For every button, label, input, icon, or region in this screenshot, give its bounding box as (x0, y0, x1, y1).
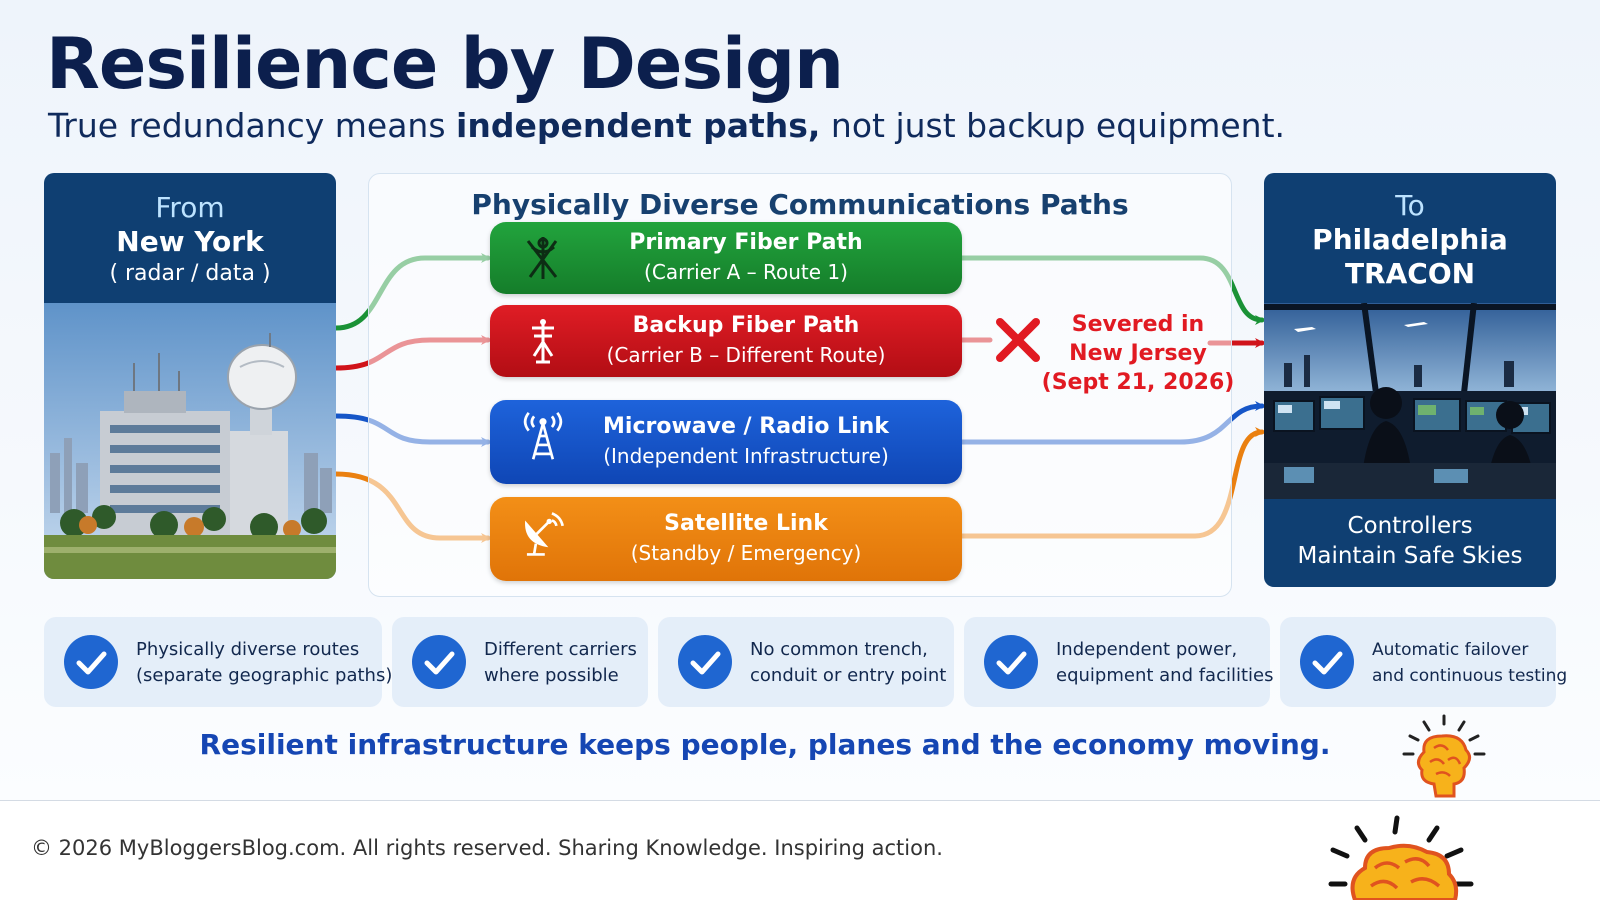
to-panel-heading: To Philadelphia TRACON (1264, 173, 1556, 291)
severed-line-1: Severed in (1071, 312, 1205, 337)
brain-lightbulb-icon (1402, 714, 1486, 798)
checkmark-icon (64, 635, 118, 689)
subtitle-emphasis: independent paths, (456, 106, 821, 145)
satellite-dish-icon (525, 512, 564, 556)
feature-line-1: Independent power, (1056, 639, 1238, 660)
checkmark-icon (678, 635, 732, 689)
footer-line-1: Controllers (1347, 513, 1473, 539)
feature-line-1: No common trench, (750, 639, 928, 660)
feature-text: No common trench, conduit or entry point (750, 637, 946, 689)
infographic-poster: Resilience by Design True redundancy mea… (0, 0, 1600, 801)
path-name: Backup Fiber Path (632, 313, 860, 338)
feature-text: Automatic failover and continuous testing (1372, 637, 1567, 689)
from-label: From (155, 191, 225, 224)
feature-line-2: conduit or entry point (750, 665, 947, 686)
feature-line-1: Automatic failover (1372, 640, 1529, 660)
copyright-footer: © 2026 MyBloggersBlog.com. All rights re… (31, 836, 943, 860)
path-detail: (Carrier A – Route 1) (644, 260, 848, 284)
feature-line-1: Physically diverse routes (136, 639, 360, 660)
to-facility: TRACON (1344, 257, 1476, 290)
footer-line-2: Maintain Safe Skies (1297, 543, 1523, 569)
feature-text: Different carriers where possible (484, 637, 637, 689)
feature-line-2: equipment and facilities (1056, 665, 1274, 686)
feature-line-2: (separate geographic paths) (136, 665, 393, 686)
from-new-york-panel: From New York ( radar / data ) (44, 173, 336, 579)
feature-card: Different carriers where possible (392, 617, 648, 707)
satellite-link: Satellite Link (Standby / Emergency) (490, 497, 962, 581)
to-city: Philadelphia (1312, 223, 1508, 256)
to-panel-footer: Controllers Maintain Safe Skies (1264, 511, 1556, 571)
from-panel-heading: From New York ( radar / data ) (44, 173, 336, 289)
brain-lightbulb-icon (1328, 815, 1474, 900)
microwave-radio-link: Microwave / Radio Link (Independent Infr… (490, 400, 962, 484)
feature-line-2: where possible (484, 665, 619, 686)
from-detail: ( radar / data ) (109, 261, 271, 286)
path-detail: (Carrier B – Different Route) (606, 343, 886, 367)
path-detail: (Independent Infrastructure) (603, 444, 889, 468)
page-subtitle: True redundancy means independent paths,… (48, 104, 1285, 148)
x-mark-icon (996, 318, 1040, 362)
path-name: Primary Fiber Path (629, 230, 863, 255)
feature-card: No common trench, conduit or entry point (658, 617, 954, 707)
severed-line-2: New Jersey (1069, 341, 1207, 366)
feature-line-1: Different carriers (484, 639, 637, 660)
tagline: Resilient infrastructure keeps people, p… (199, 728, 1331, 761)
radio-tower-icon (523, 411, 563, 460)
feature-card: Physically diverse routes (separate geogr… (44, 617, 392, 707)
utility-pole-icon (532, 319, 554, 364)
primary-fiber-path: Primary Fiber Path (Carrier A – Route 1) (490, 222, 962, 294)
to-label: To (1395, 189, 1425, 222)
feature-line-2: and continuous testing (1372, 666, 1568, 686)
path-name: Satellite Link (664, 511, 828, 536)
severed-date: (Sept 21, 2026) (1041, 370, 1235, 395)
from-city: New York (116, 225, 264, 258)
to-philadelphia-panel: To Philadelphia TRACON (1264, 173, 1556, 587)
subtitle-part-a: True redundancy means (48, 106, 457, 145)
radar-facility-photo (44, 303, 336, 579)
checkmark-icon (984, 635, 1038, 689)
backup-fiber-path: Backup Fiber Path (Carrier B – Different… (490, 305, 962, 377)
feature-card: Independent power, equipment and faciliti… (964, 617, 1274, 707)
feature-card: Automatic failover and continuous testing (1280, 617, 1567, 707)
path-detail: (Standby / Emergency) (630, 541, 862, 565)
control-room-photo (1264, 303, 1556, 499)
path-name: Microwave / Radio Link (603, 414, 889, 439)
checkmark-icon (1300, 635, 1354, 689)
feature-text: Physically diverse routes (separate geogr… (136, 637, 392, 689)
page-title: Resilience by Design (46, 23, 844, 105)
severed-note: Severed in New Jersey (Sept 21, 2026) (1040, 310, 1236, 397)
paths-section-title: Physically Diverse Communications Paths (471, 188, 1129, 221)
feature-text: Independent power, equipment and faciliti… (1056, 637, 1274, 689)
fiber-cable-icon (526, 237, 558, 279)
checkmark-icon (412, 635, 466, 689)
subtitle-part-c: not just backup equipment. (820, 106, 1285, 145)
